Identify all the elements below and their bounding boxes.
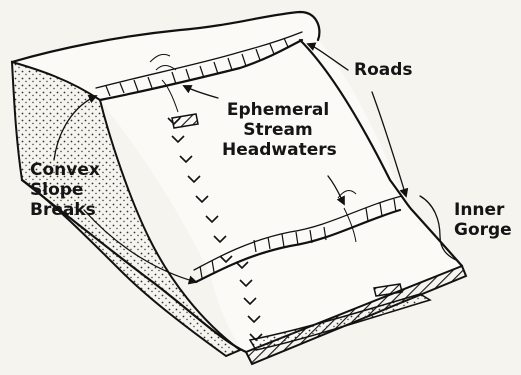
label-roads: Roads [354,60,413,80]
label-inner-gorge: Inner Gorge [454,200,512,240]
label-convex-slope-breaks: Convex Slope Breaks [30,160,100,220]
label-ephemeral-stream-headwaters: Ephemeral Stream Headwaters [222,100,334,160]
